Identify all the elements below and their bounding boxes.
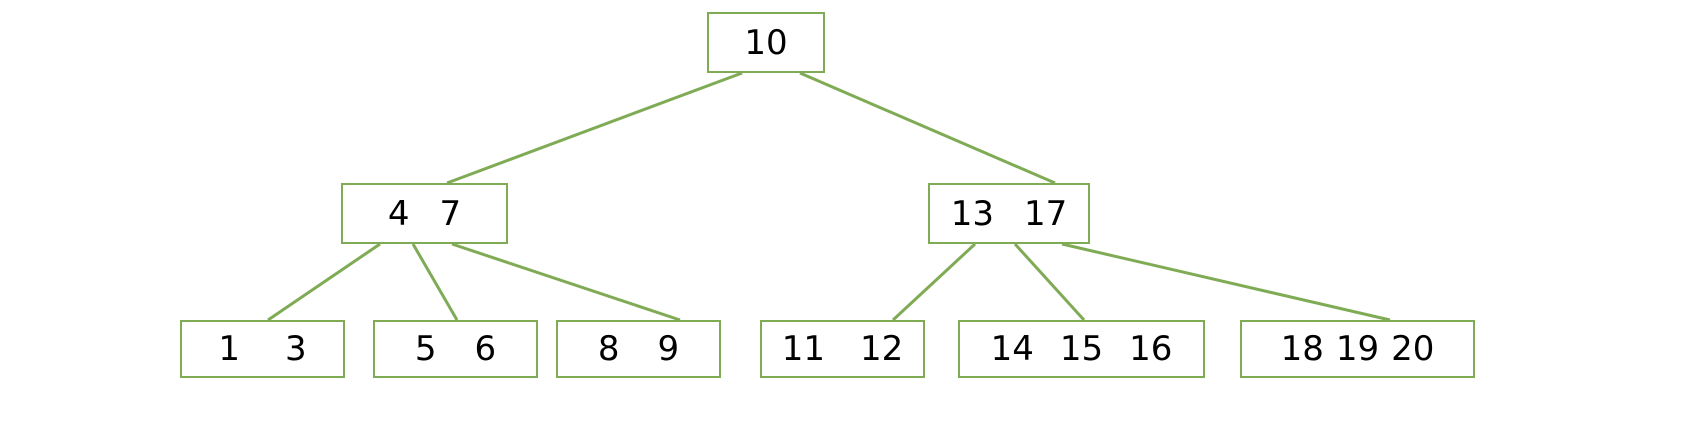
btree-key: 5 [414, 329, 437, 369]
btree-key: 11 [781, 329, 825, 369]
edge-right-leaf5 [1013, 242, 1086, 322]
btree-key: 8 [597, 329, 620, 369]
btree-key: 13 [950, 193, 994, 234]
btree-key: 9 [657, 329, 680, 369]
btree-key: 15 [1059, 329, 1104, 369]
btree-key: 6 [474, 329, 497, 369]
edge-left-leaf1 [267, 242, 381, 322]
btree-key: 18 [1280, 329, 1324, 369]
btree-key: 12 [860, 329, 904, 369]
btree-node-leaf-4[interactable]: 11 12 [760, 320, 925, 378]
btree-key: 16 [1129, 329, 1173, 369]
btree-key: 7 [439, 193, 462, 234]
edge-right-leaf4 [891, 242, 977, 322]
btree-key: 14 [990, 329, 1034, 369]
btree-node-root[interactable]: 10 [707, 12, 825, 73]
btree-node-internal-right[interactable]: 13 17 [928, 183, 1090, 244]
btree-key: 3 [285, 329, 307, 369]
edge-left-leaf2 [411, 243, 459, 321]
edge-right-leaf6 [1061, 242, 1391, 322]
btree-key: 19 [1335, 329, 1380, 369]
btree-node-leaf-5[interactable]: 14 15 16 [958, 320, 1205, 378]
btree-key: 1 [218, 329, 240, 369]
edge-root-right [799, 71, 1056, 185]
btree-key: 4 [387, 193, 410, 234]
btree-key: 10 [744, 22, 788, 63]
btree-key: 20 [1391, 329, 1435, 369]
btree-node-leaf-6[interactable]: 18 19 20 [1240, 320, 1475, 378]
edge-left-leaf3 [451, 242, 681, 322]
edge-root-left [446, 71, 743, 185]
btree-key: 17 [1024, 193, 1068, 234]
